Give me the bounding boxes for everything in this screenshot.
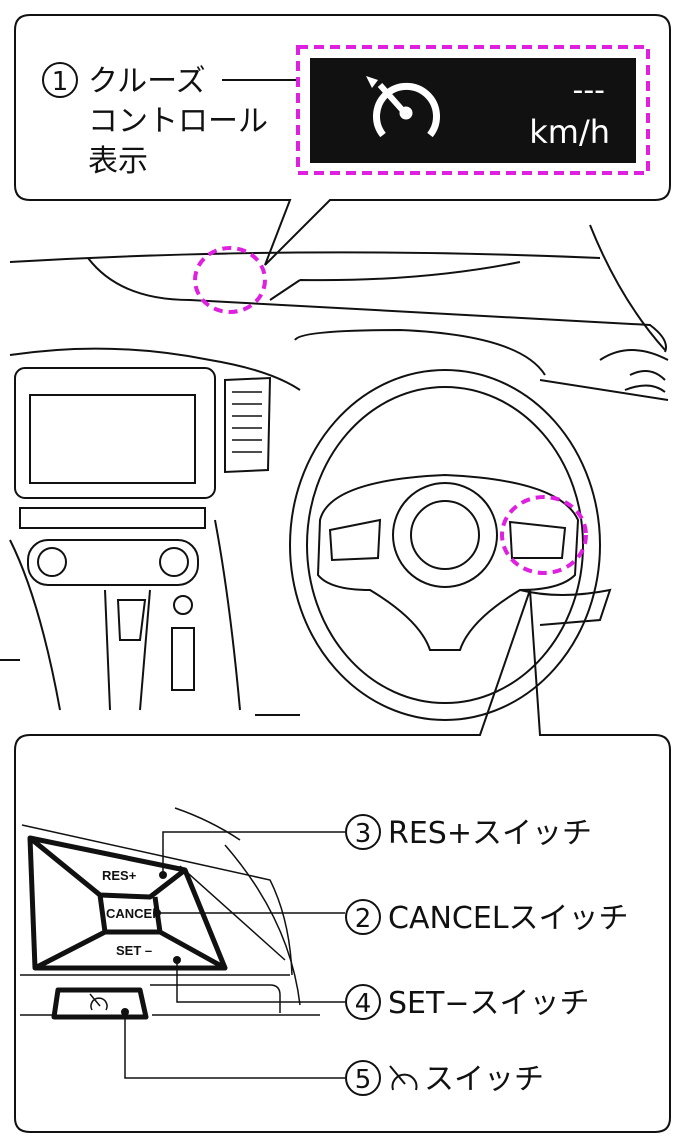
cruise-control-main-button[interactable]	[51, 987, 149, 1020]
meter-display	[310, 58, 636, 163]
callout-number: 2	[355, 904, 372, 934]
label-line: コントロール	[88, 104, 268, 139]
res-plus-button[interactable]: RES+	[102, 868, 137, 883]
set-minus-button[interactable]: SET –	[116, 943, 152, 958]
display-callout: 1 クルーズ コントロール 表示 --- km/h	[14, 14, 671, 266]
label-line: 表示	[88, 144, 148, 179]
set-switch-label: SET−スイッチ	[388, 986, 589, 1021]
callout-number: 3	[355, 819, 372, 849]
callout-number: 1	[52, 67, 69, 97]
highlight-frame	[296, 45, 650, 175]
speed-unit: km/h	[529, 113, 610, 151]
display-location-marker	[193, 246, 267, 314]
callout-number: 4	[355, 989, 372, 1019]
cruise-control-icon	[389, 1065, 418, 1091]
callout-number: 5	[355, 1065, 372, 1095]
cancel-switch-label: CANCELスイッチ	[388, 901, 629, 936]
speed-value: ---	[573, 73, 605, 108]
number-badge	[42, 62, 78, 98]
main-switch-label: スイッチ	[424, 1062, 544, 1097]
cancel-button[interactable]: CANCEl	[106, 906, 156, 921]
switch-location-marker	[500, 495, 588, 575]
switch-callout: RES+ CANCEl SET – 3 RES+スイッチ 2 CANCELスイッ…	[14, 589, 671, 1133]
dashboard-illustration	[0, 224, 669, 721]
cruise-control-icon	[89, 993, 108, 1011]
label-line: クルーズ	[88, 64, 206, 99]
cruise-control-icon	[366, 76, 440, 138]
res-switch-label: RES+スイッチ	[388, 816, 592, 851]
steering-switch-cluster: RES+ CANCEl SET –	[27, 835, 228, 1020]
